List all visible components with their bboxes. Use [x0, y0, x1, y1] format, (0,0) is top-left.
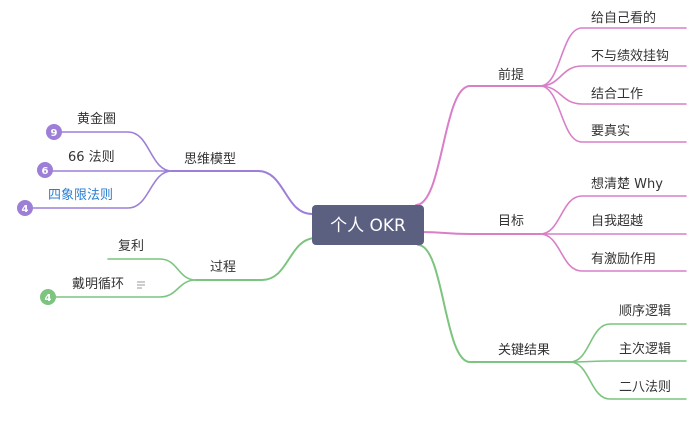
node-label-kr-3[interactable]: 二八法则 [619, 380, 671, 395]
badge-count: 9 [51, 128, 58, 139]
connector-root-key-results [417, 244, 571, 363]
collapse-badge-deming-cycle[interactable]: 4 [40, 289, 56, 305]
connector-root-premise [415, 85, 541, 206]
node-label-deming-cycle[interactable]: 戴明循环 [72, 277, 124, 292]
root-node[interactable]: 个人 OKR [312, 205, 424, 245]
branch-label-process[interactable]: 过程 [210, 260, 236, 275]
node-label-four-quadrant[interactable]: 四象限法则 [48, 188, 113, 203]
connector-process-compound [107, 258, 197, 281]
node-label-goal-2[interactable]: 自我超越 [591, 214, 643, 229]
node-label-66-rule[interactable]: 66 法则 [68, 150, 115, 165]
connector-root-thinking-models [171, 170, 313, 215]
node-label-premise-2[interactable]: 不与绩效挂钩 [591, 49, 669, 64]
node-label-premise-4[interactable]: 要真实 [591, 124, 630, 139]
connector-premise-4 [539, 85, 687, 143]
badge-count: 4 [22, 204, 29, 215]
branch-label-goal[interactable]: 目标 [498, 214, 524, 229]
connector-root-process [195, 237, 317, 281]
connector-kr-1 [569, 323, 687, 363]
branch-label-key-results[interactable]: 关键结果 [498, 343, 550, 358]
node-label-premise-1[interactable]: 给自己看的 [591, 10, 656, 26]
connector-goal-1 [539, 195, 687, 235]
connector-premise-1 [539, 27, 687, 87]
collapse-badge-66-rule[interactable]: 6 [37, 162, 53, 178]
node-label-premise-3[interactable]: 结合工作 [591, 87, 643, 102]
connector-thinking-four-quadrant [32, 170, 173, 209]
node-label-golden-circle[interactable]: 黄金圈 [77, 111, 116, 127]
collapse-badge-four-quadrant[interactable]: 4 [17, 200, 33, 216]
collapse-badge-golden-circle[interactable]: 9 [46, 124, 62, 140]
connector-process-deming [55, 279, 197, 298]
node-label-goal-3[interactable]: 有激励作用 [591, 252, 656, 267]
notes-icon[interactable] [137, 281, 145, 289]
root-label: 个人 OKR [330, 216, 406, 236]
node-label-kr-1[interactable]: 顺序逻辑 [619, 304, 671, 319]
connector-kr-3 [569, 361, 687, 400]
connector-premise-2 [539, 65, 687, 87]
connector-thinking-golden-circle [61, 131, 173, 172]
badge-count: 4 [45, 293, 52, 304]
connector-premise-3 [539, 85, 687, 105]
connector-root-goal [419, 231, 541, 235]
badge-count: 6 [42, 166, 49, 177]
branch-label-thinking-models[interactable]: 思维模型 [184, 152, 236, 167]
node-label-compound-interest[interactable]: 复利 [118, 239, 144, 254]
node-label-goal-1[interactable]: 想清楚 Why [591, 176, 663, 192]
connector-goal-3 [539, 233, 687, 272]
connector-kr-2 [569, 360, 687, 363]
branch-label-premise[interactable]: 前提 [498, 67, 524, 83]
node-label-kr-2[interactable]: 主次逻辑 [619, 341, 671, 357]
